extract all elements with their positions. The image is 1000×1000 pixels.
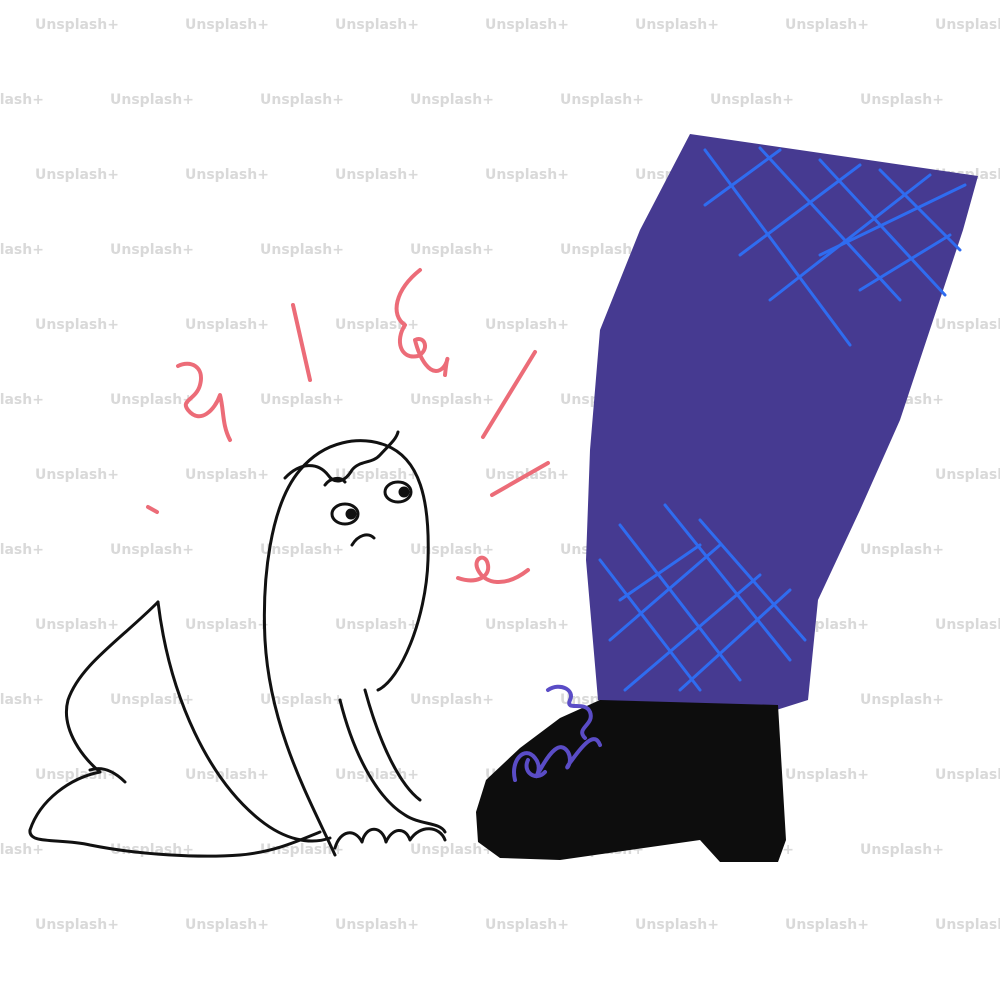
watermark-text: Unsplash+ xyxy=(485,617,569,633)
watermark-text: Unsplash+ xyxy=(0,242,44,258)
watermark-text: Unsplash+ xyxy=(410,542,494,558)
watermark-text: Unsplash+ xyxy=(35,167,119,183)
watermark-text: Unsplash+ xyxy=(410,242,494,258)
watermark-text: Unsplash+ xyxy=(485,167,569,183)
watermark-text: Unsplash+ xyxy=(410,92,494,108)
watermark-text: Unsplash+ xyxy=(335,167,419,183)
watermark-text: Unsplash+ xyxy=(410,392,494,408)
watermark-text: Unsplash+ xyxy=(110,392,194,408)
watermark-text: Unsplash+ xyxy=(935,17,1000,33)
watermark-text: Unsplash+ xyxy=(0,842,44,858)
plaid-pattern-upper xyxy=(703,146,967,347)
creature-eye-right xyxy=(383,480,413,504)
watermark-text: Unsplash+ xyxy=(260,692,344,708)
watermark-text: Unsplash+ xyxy=(710,92,794,108)
watermark-text: Unsplash+ xyxy=(0,692,44,708)
watermark-text: Unsplash+ xyxy=(260,392,344,408)
boot-shape xyxy=(476,700,786,862)
watermark-text: Unsplash+ xyxy=(110,692,194,708)
watermark-text: Unsplash+ xyxy=(35,917,119,933)
watermark-text: Unsplash+ xyxy=(0,92,44,108)
watermark-text: Unsplash+ xyxy=(560,242,644,258)
creature-pupil-right xyxy=(398,486,410,498)
creature-body xyxy=(28,600,322,858)
boot xyxy=(476,684,786,862)
watermark-text: Unsplash+ xyxy=(485,17,569,33)
watermark-text: Unsplash+ xyxy=(560,92,644,108)
watermark-text: Unsplash+ xyxy=(260,242,344,258)
watermark-text: Unsplash+ xyxy=(635,917,719,933)
plaid-pattern-lower xyxy=(598,503,807,692)
watermark-text: Unsplash+ xyxy=(185,17,269,33)
watermark-text: Unsplash+ xyxy=(485,917,569,933)
creature-foot-curl xyxy=(88,767,127,784)
watermark-text: Unsplash+ xyxy=(785,767,869,783)
watermark-text: Unsplash+ xyxy=(110,542,194,558)
creature-mouth xyxy=(350,533,376,547)
watermark-text: Unsplash+ xyxy=(335,617,419,633)
watermark-text: Unsplash+ xyxy=(35,317,119,333)
watermark-text: Unsplash+ xyxy=(185,767,269,783)
creature-brow-left xyxy=(323,476,347,487)
creature-toes xyxy=(333,827,447,850)
watermark-text: Unsplash+ xyxy=(785,17,869,33)
watermark-text: Unsplash+ xyxy=(35,617,119,633)
creature-arm xyxy=(338,698,447,834)
watermark-text: Unsplash+ xyxy=(185,917,269,933)
creature-head xyxy=(262,439,430,857)
watermark-text: Unsplash+ xyxy=(860,542,944,558)
watermark-text: Unsplash+ xyxy=(0,392,44,408)
watermark-text: Unsplash+ xyxy=(185,167,269,183)
watermark-text: Unsplash+ xyxy=(935,467,1000,483)
watermark-text: Unsplash+ xyxy=(185,317,269,333)
watermark-text: Unsplash+ xyxy=(35,467,119,483)
watermark-text: Unsplash+ xyxy=(260,542,344,558)
trouser-leg xyxy=(586,134,978,712)
watermark-text: Unsplash+ xyxy=(335,767,419,783)
watermark-text: Unsplash+ xyxy=(335,917,419,933)
creature-eye-left xyxy=(330,502,360,526)
pain-marks xyxy=(146,268,550,585)
watermark-text: Unsplash+ xyxy=(35,17,119,33)
creature-pupil-left xyxy=(345,508,357,520)
watermark-text: Unsplash+ xyxy=(935,917,1000,933)
watermark-text: Unsplash+ xyxy=(410,692,494,708)
creature-back-leg xyxy=(156,600,332,843)
watermark-text: Unsplash+ xyxy=(935,317,1000,333)
boot-laces xyxy=(512,684,602,782)
watermark-text: Unsplash+ xyxy=(335,17,419,33)
watermark-text: Unsplash+ xyxy=(935,617,1000,633)
watermark-text: Unsplash+ xyxy=(410,842,494,858)
creature xyxy=(28,430,447,858)
creature-arm-inner xyxy=(363,688,422,802)
watermark-text: Unsplash+ xyxy=(860,692,944,708)
watermark-text: Unsplash+ xyxy=(260,92,344,108)
watermark-text: Unsplash+ xyxy=(110,242,194,258)
watermark-text: Unsplash+ xyxy=(185,617,269,633)
watermark-text: Unsplash+ xyxy=(860,842,944,858)
watermark-text: Unsplash+ xyxy=(335,467,419,483)
watermark-text: Unsplash+ xyxy=(635,17,719,33)
watermark-text: Unsplash+ xyxy=(0,542,44,558)
watermark-text: Unsplash+ xyxy=(935,767,1000,783)
watermark-text: Unsplash+ xyxy=(785,917,869,933)
watermark-text: Unsplash+ xyxy=(860,92,944,108)
watermark-text: Unsplash+ xyxy=(185,467,269,483)
watermark-text: Unsplash+ xyxy=(485,317,569,333)
creature-hair xyxy=(283,430,400,483)
watermark-text: Unsplash+ xyxy=(110,92,194,108)
